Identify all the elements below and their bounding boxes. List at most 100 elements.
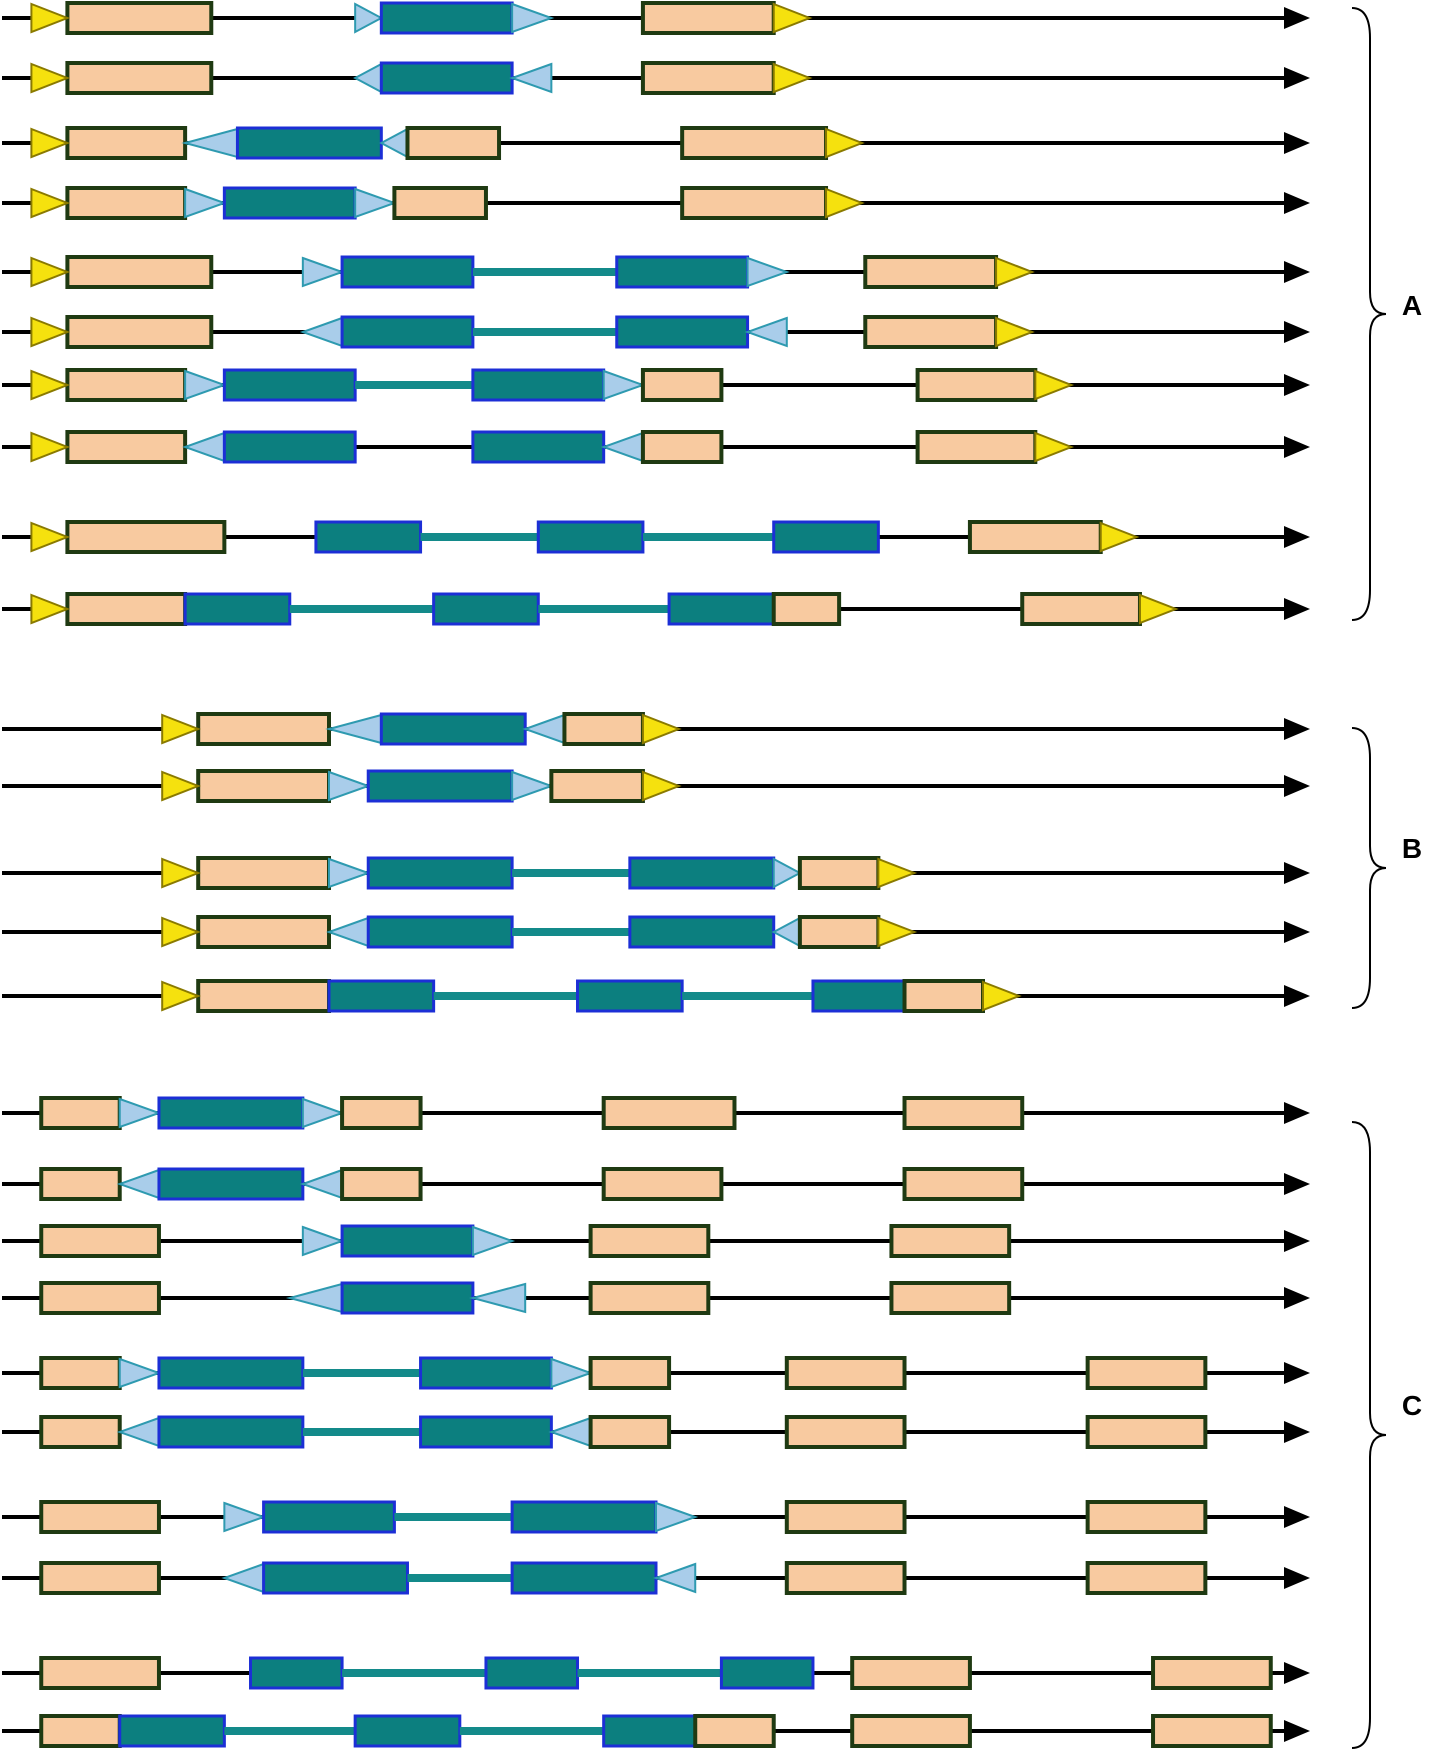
site-right-icon [118, 1097, 162, 1129]
exon-box [405, 126, 502, 160]
insert-box [576, 979, 684, 1013]
marker-triangle-icon [30, 127, 71, 159]
insert-box [484, 1656, 580, 1690]
site-left-icon [379, 127, 409, 159]
marker-triangle-icon [30, 369, 71, 401]
insert-box [811, 979, 907, 1013]
site-left-icon [522, 713, 566, 745]
arrowhead-icon [1284, 192, 1310, 214]
site-left-icon [299, 1168, 344, 1200]
site-left-icon [600, 431, 644, 463]
exon-box [797, 915, 881, 949]
exon-box [39, 1167, 122, 1201]
site-right-icon [602, 369, 646, 401]
insert-box [340, 1281, 475, 1315]
exon-box [640, 61, 776, 95]
arrowhead-icon [1284, 1287, 1310, 1309]
arrowhead-icon [1284, 862, 1310, 884]
site-left-icon [469, 1282, 527, 1314]
site-left-icon [326, 916, 370, 948]
site-left-icon [548, 1416, 592, 1448]
arrowhead-icon [1284, 718, 1310, 740]
arrowhead-icon [1284, 67, 1310, 89]
site-right-icon [550, 1357, 594, 1389]
exon-box [65, 186, 188, 220]
insert-box [379, 61, 514, 95]
site-right-icon [511, 2, 555, 34]
exon-box [1151, 1714, 1273, 1748]
insert-box [510, 1561, 658, 1595]
marker-triangle-icon [30, 187, 71, 219]
arrowhead-icon [1284, 921, 1310, 943]
group-label: C [1402, 1390, 1422, 1421]
site-left-icon [116, 1416, 160, 1448]
exon-box [1085, 1561, 1208, 1595]
site-right-icon [301, 1225, 346, 1257]
exon-box [902, 1096, 1025, 1130]
insert-box [615, 255, 750, 289]
exon-box [863, 315, 999, 349]
insert-box [510, 1500, 658, 1534]
insert-box [157, 1415, 305, 1449]
insert-box [262, 1561, 409, 1595]
insert-box [340, 1224, 475, 1258]
arrowhead-icon [1284, 775, 1310, 797]
exon-box [39, 1096, 122, 1130]
site-left-icon [181, 127, 239, 159]
insert-box [327, 979, 436, 1013]
marker-triangle-icon [877, 916, 918, 948]
exon-box [784, 1500, 907, 1534]
exon-box [65, 255, 214, 289]
insert-box [353, 1714, 462, 1748]
group-label: A [1402, 290, 1422, 321]
exon-box [680, 126, 829, 160]
marker-triangle-icon [1034, 369, 1075, 401]
exon-box [915, 368, 1038, 402]
arrowhead-icon [1284, 1421, 1310, 1443]
exon-box [1085, 1500, 1208, 1534]
exon-box [784, 1356, 907, 1390]
site-left-icon [182, 431, 226, 463]
insert-box [157, 1096, 305, 1130]
exon-box [196, 769, 331, 803]
insert-box [340, 255, 475, 289]
exon-box [588, 1415, 672, 1449]
marker-triangle-icon [982, 980, 1022, 1012]
marker-triangle-icon [30, 256, 71, 288]
arrowhead-icon [1284, 985, 1310, 1007]
site-left-icon [744, 316, 788, 348]
site-left-icon [285, 1282, 344, 1314]
marker-triangle-icon [1138, 593, 1179, 625]
insert-box [667, 592, 776, 626]
exon-box [902, 1167, 1025, 1201]
insert-box [366, 769, 514, 803]
exon-box [340, 1096, 423, 1130]
exon-box [680, 186, 829, 220]
site-right-icon [746, 256, 790, 288]
exon-box [588, 1281, 711, 1315]
exon-box [588, 1224, 711, 1258]
marker-triangle-icon [877, 857, 918, 889]
site-right-icon [328, 857, 372, 889]
marker-triangle-icon [995, 316, 1035, 348]
insert-box [249, 1656, 344, 1690]
exon-box [340, 1167, 423, 1201]
marker-triangle-icon [772, 2, 813, 34]
exon-box [39, 1561, 161, 1595]
exon-box [39, 1656, 161, 1690]
exon-box [562, 712, 645, 746]
exon-box [588, 1356, 672, 1390]
arrowhead-icon [1284, 7, 1310, 29]
marker-triangle-icon [30, 2, 71, 34]
insert-box [340, 315, 475, 349]
insert-box [157, 1356, 305, 1390]
insert-box [602, 1714, 697, 1748]
exon-box [196, 856, 331, 890]
exon-box [65, 592, 188, 626]
site-right-icon [655, 1501, 699, 1533]
site-right-icon [223, 1501, 267, 1533]
site-right-icon [301, 1097, 346, 1129]
exon-box [601, 1096, 737, 1130]
